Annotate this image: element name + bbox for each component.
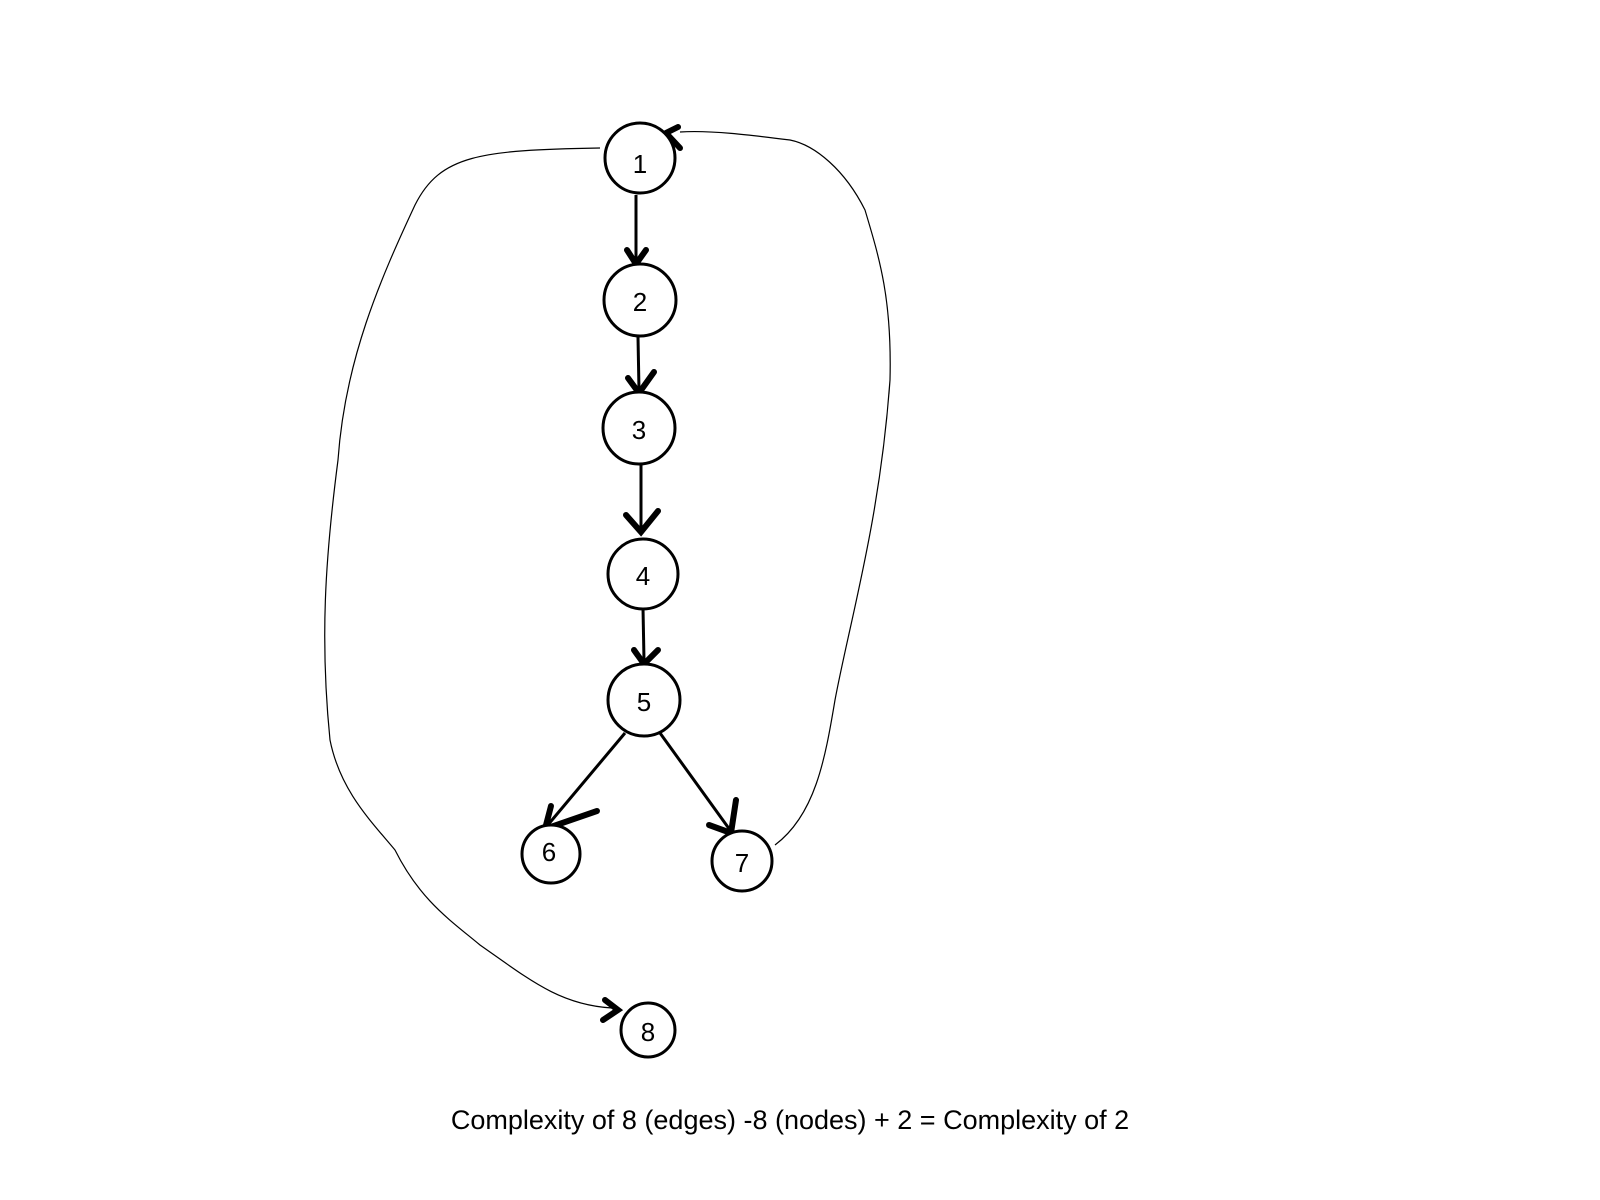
node-7-label: 7: [735, 848, 749, 878]
node-2-label: 2: [633, 287, 647, 317]
edge-3-to-4-arrowhead: [623, 508, 661, 537]
node-2: 2: [602, 262, 678, 338]
node-5-label: 5: [637, 687, 651, 717]
node-1-label: 1: [633, 149, 647, 179]
complexity-caption: Complexity of 8 (edges) -8 (nodes) + 2 =…: [450, 1105, 1130, 1135]
edge-7-to-1: [679, 130, 891, 846]
node-5: 5: [606, 662, 682, 738]
node-6-label: 6: [542, 837, 556, 867]
node-7: 7: [710, 829, 774, 893]
node-4: 4: [606, 537, 680, 611]
node-1: 1: [603, 121, 677, 195]
node-3-label: 3: [632, 415, 646, 445]
edge-4-to-5: [641, 607, 646, 661]
node-3: 3: [601, 390, 677, 466]
edge-2-to-3: [636, 336, 641, 391]
edge-1-to-8-arrowhead: [600, 997, 624, 1023]
edge-1-to-8: [324, 147, 613, 1009]
edge-5-to-6: [545, 732, 627, 827]
node-8: 8: [619, 1001, 677, 1059]
edge-4-to-5-arrowhead: [631, 647, 661, 669]
edge-5-to-7: [658, 732, 732, 831]
node-8-label: 8: [641, 1017, 655, 1047]
node-6: 6: [520, 823, 582, 885]
edge-2-to-3-arrowhead: [625, 369, 657, 399]
node-4-label: 4: [636, 561, 650, 591]
